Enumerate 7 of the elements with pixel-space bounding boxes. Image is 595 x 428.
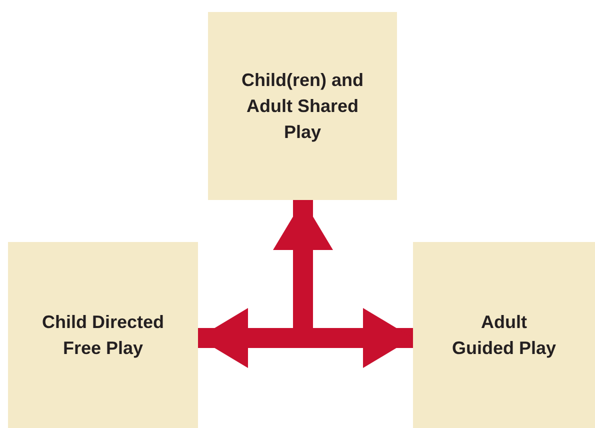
- concept-box: [8, 242, 198, 428]
- box-label: Child Directed Free Play: [40, 310, 166, 360]
- concept-box: [413, 242, 595, 428]
- concept-box: [208, 12, 397, 200]
- arrow: [198, 308, 413, 368]
- box-label: Adult Guided Play: [450, 310, 558, 360]
- box-label: Child(ren) and Adult Shared Play: [240, 68, 364, 144]
